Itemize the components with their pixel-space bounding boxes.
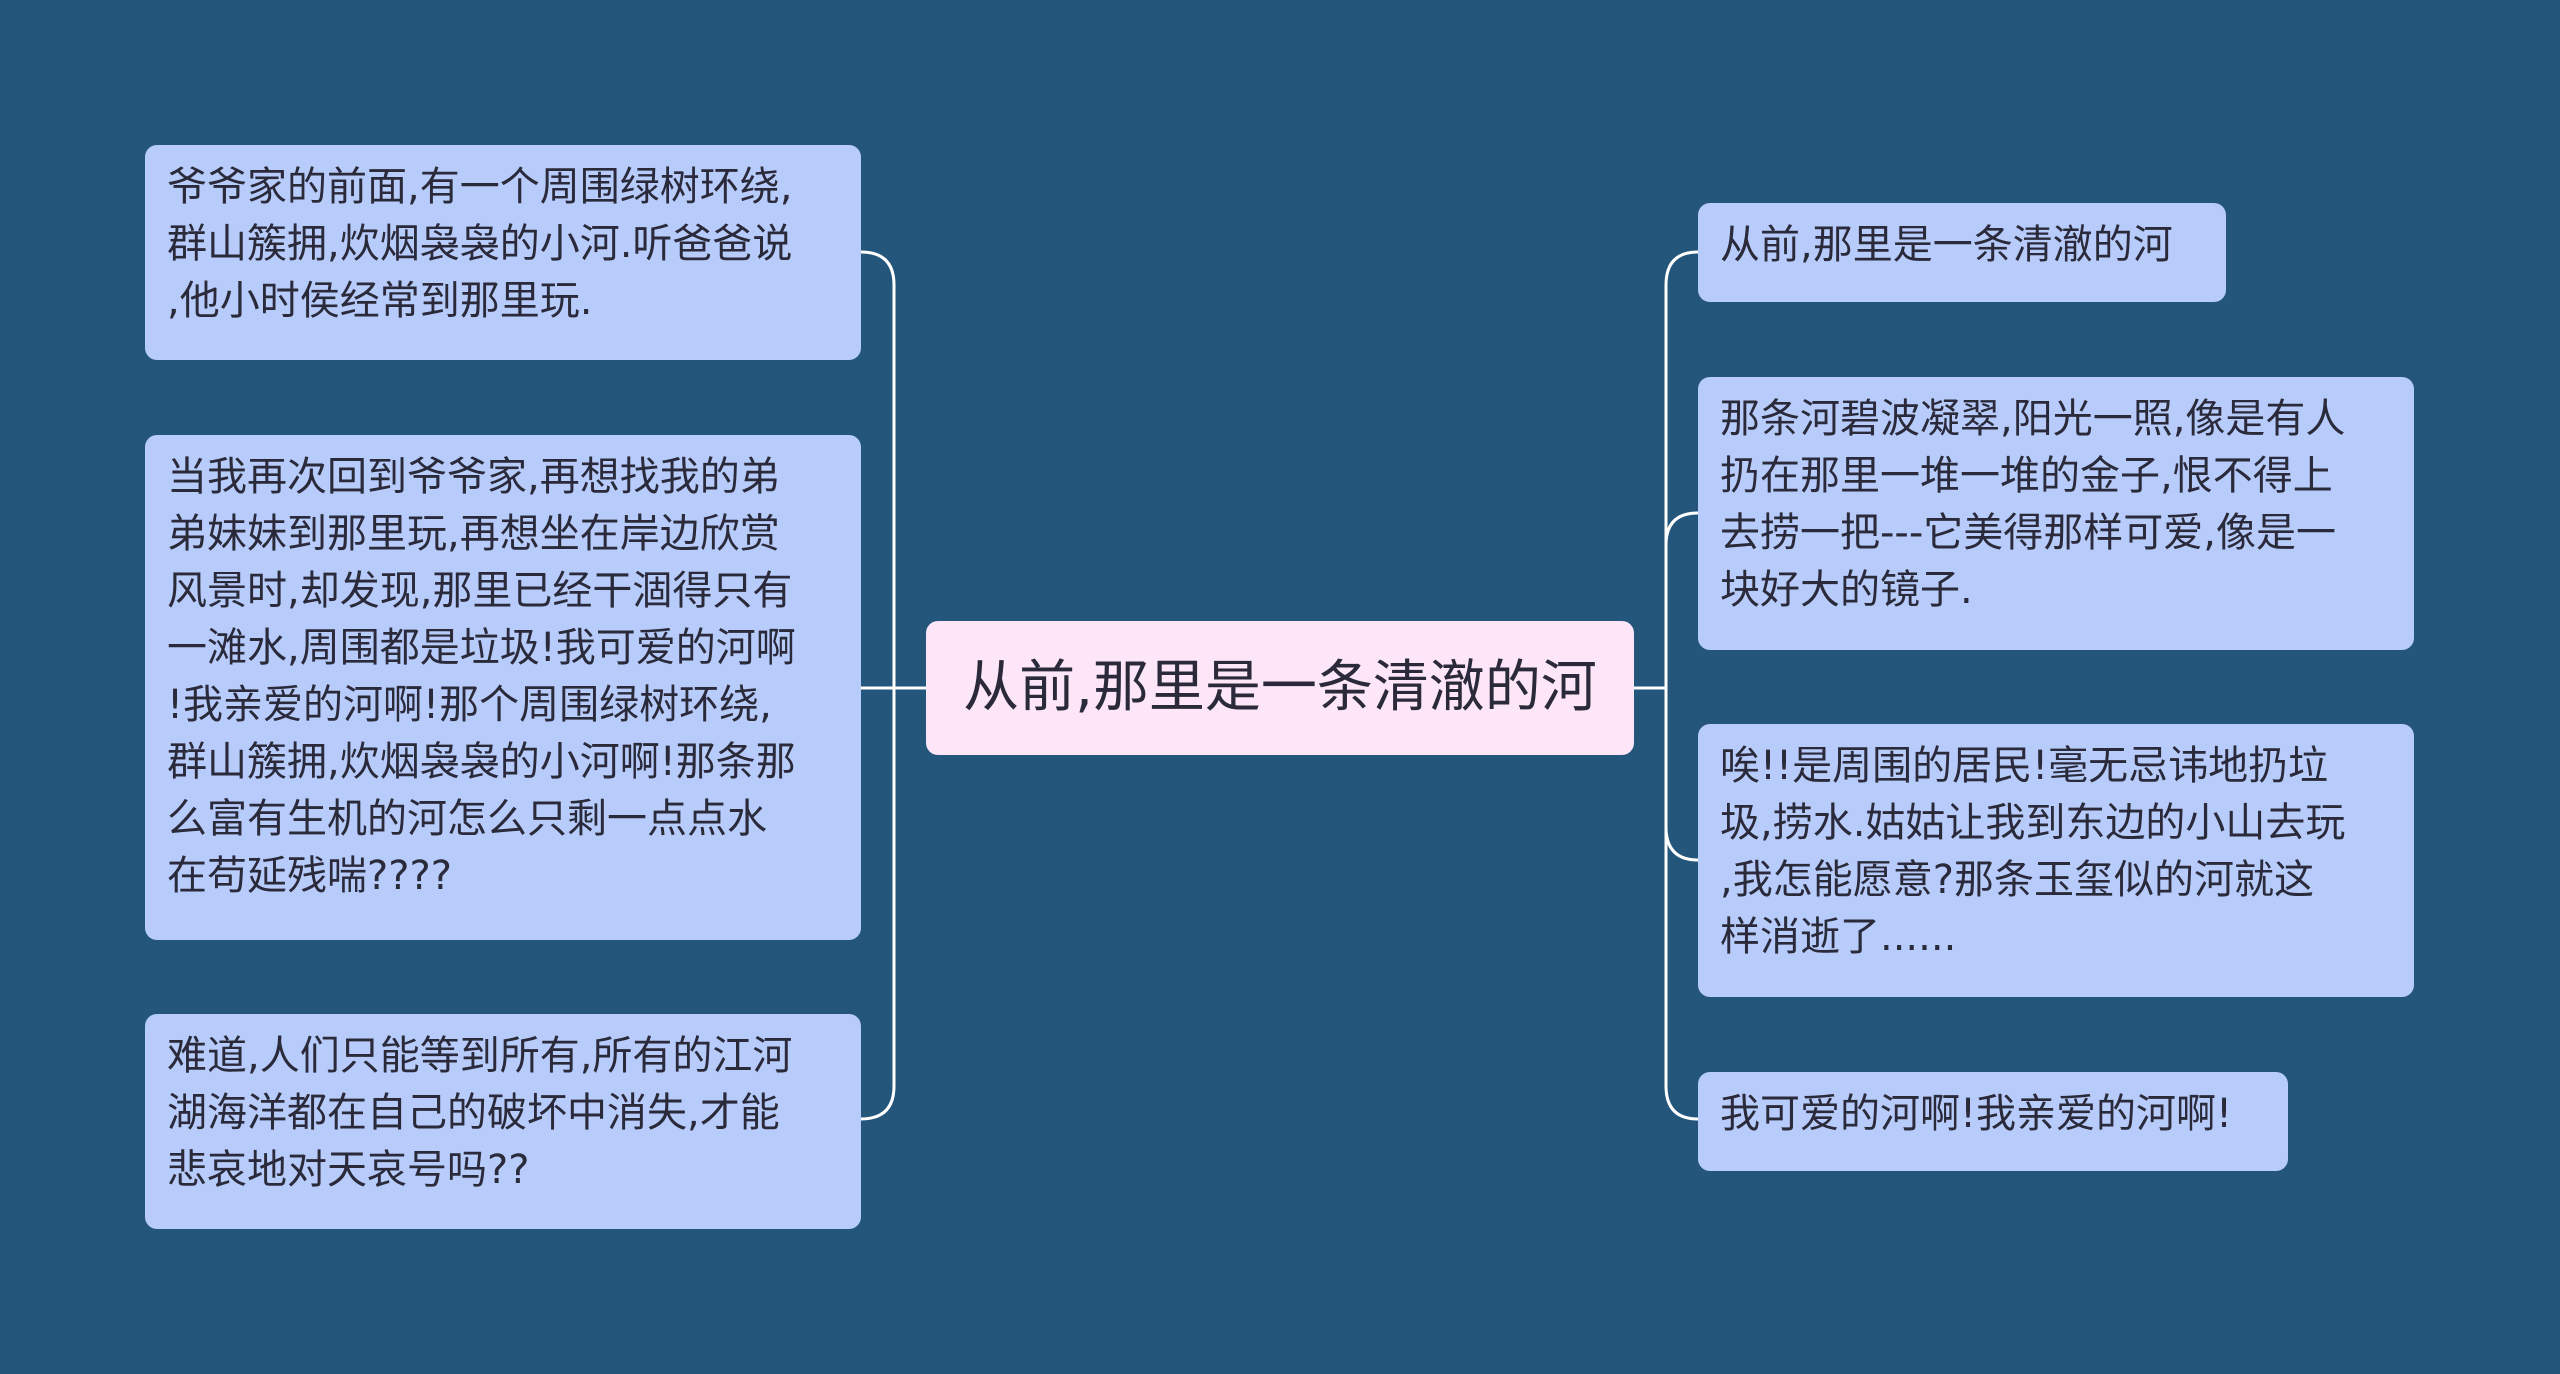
left-topic-3[interactable]: 难道,人们只能等到所有,所有的江河 湖海洋都在自己的破坏中消失,才能 悲哀地对天… <box>145 1014 861 1229</box>
center-topic[interactable]: 从前,那里是一条清澈的河 <box>926 621 1634 755</box>
right-topic-3[interactable]: 唉!!是周围的居民!毫无忌讳地扔垃 圾,捞水.姑姑让我到东边的小山去玩 ,我怎能… <box>1698 724 2414 997</box>
right-topic-2[interactable]: 那条河碧波凝翠,阳光一照,像是有人 扔在那里一堆一堆的金子,恨不得上 去捞一把-… <box>1698 377 2414 650</box>
right-topic-4[interactable]: 我可爱的河啊!我亲爱的河啊! <box>1698 1072 2288 1171</box>
right-topic-1[interactable]: 从前,那里是一条清澈的河 <box>1698 203 2226 302</box>
connector-left-spine <box>859 250 896 1121</box>
connector-right-branch-3 <box>1664 825 1700 862</box>
left-topic-1[interactable]: 爷爷家的前面,有一个周围绿树环绕, 群山簇拥,炊烟袅袅的小河.听爸爸说 ,他小时… <box>145 145 861 360</box>
connector-right-spine <box>1664 250 1700 1121</box>
connector-right-branch-2 <box>1664 511 1700 547</box>
left-topic-2[interactable]: 当我再次回到爷爷家,再想找我的弟 弟妹妹到那里玩,再想坐在岸边欣赏 风景时,却发… <box>145 435 861 940</box>
